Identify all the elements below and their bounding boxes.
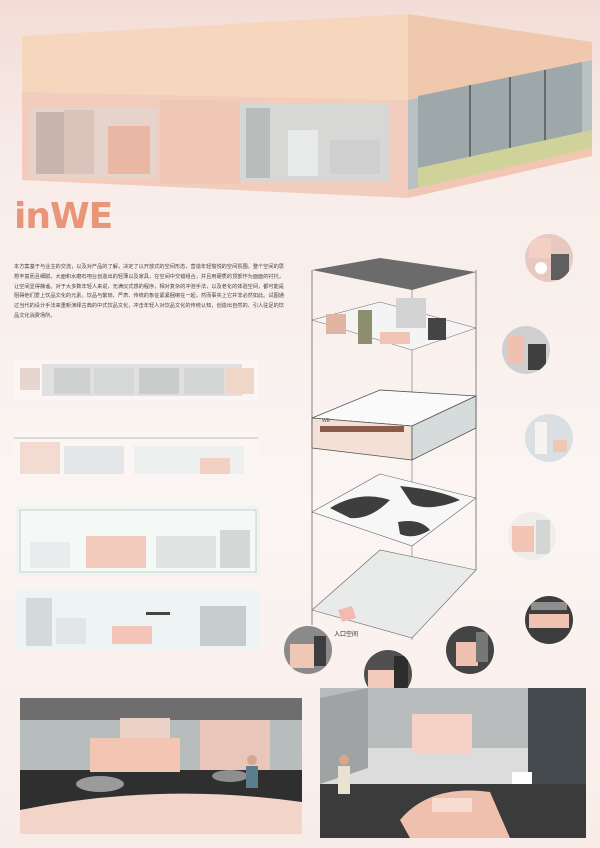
detail-vignette-4	[508, 512, 556, 560]
detail-vignette-2	[502, 326, 550, 374]
interior-render-right	[320, 688, 586, 838]
section-drawing-2	[16, 590, 260, 650]
brand-logo: inWE	[14, 196, 113, 237]
section-drawing-1	[16, 506, 260, 576]
detail-vignette-6	[446, 626, 494, 674]
entrance-label: 入口空间	[334, 630, 358, 638]
detail-vignette-3	[525, 414, 573, 462]
interior-render-left	[20, 698, 302, 834]
exploded-axonometric: WE 入口空间	[311, 258, 477, 640]
elevation-drawing-1	[14, 360, 258, 400]
detail-vignette-5	[525, 596, 573, 644]
detail-vignette-8	[284, 626, 332, 674]
building-exterior-render	[22, 14, 592, 198]
axon-sign: WE	[322, 418, 331, 424]
project-description: 本方案基于与业主的交流，以及对产品的了解，决定了以开放式的空间形态，营造年轻愉悦…	[14, 264, 284, 319]
elevation-drawing-2	[14, 432, 258, 476]
detail-vignette-1	[525, 234, 573, 282]
